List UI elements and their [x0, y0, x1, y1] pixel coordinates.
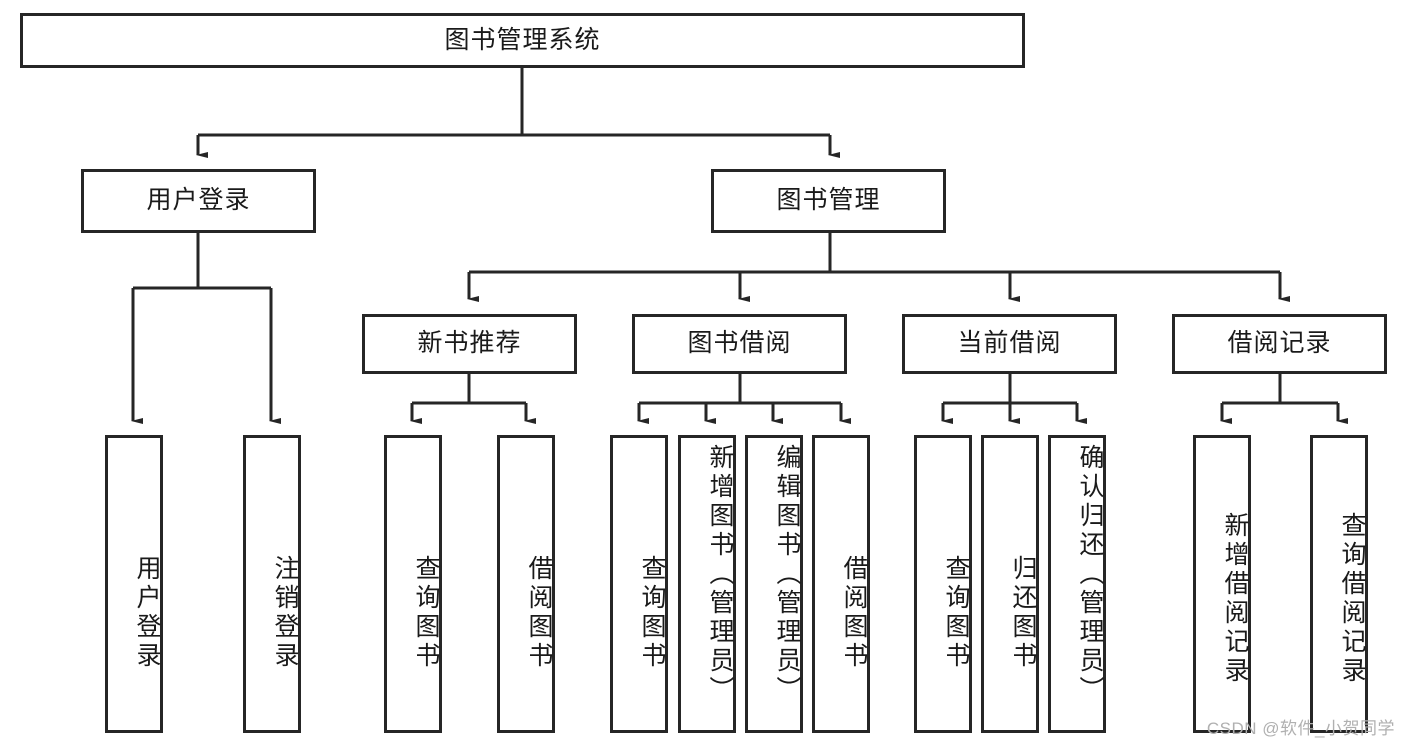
- node-root-book-management-system[interactable]: 图书管理系统: [20, 13, 1025, 68]
- node-label: 查询借阅记录: [1338, 512, 1366, 686]
- node-label: 查询图书: [638, 555, 666, 671]
- node-book-manage[interactable]: 图书管理: [711, 169, 946, 233]
- node-borrow-record[interactable]: 借阅记录: [1172, 314, 1387, 374]
- node-label: 借阅图书: [525, 555, 553, 671]
- node-label: 归还图书: [1009, 555, 1037, 671]
- node-leaf-query-book-2[interactable]: 查询图书: [610, 435, 668, 733]
- node-label: 借阅图书: [840, 555, 868, 671]
- node-book-borrow[interactable]: 图书借阅: [632, 314, 847, 374]
- node-leaf-borrow-book-2[interactable]: 借阅图书: [812, 435, 870, 733]
- node-label: 编辑图书（管理员）: [773, 444, 801, 705]
- node-label: 查询图书: [942, 555, 970, 671]
- node-leaf-add-book[interactable]: 新增图书（管理员）: [678, 435, 736, 733]
- node-label: 图书管理系统: [444, 25, 601, 54]
- node-label: 图书管理: [776, 186, 881, 215]
- node-label: 查询图书: [412, 555, 440, 671]
- node-current-borrow[interactable]: 当前借阅: [902, 314, 1117, 374]
- node-label: 用户登录: [146, 186, 251, 215]
- node-leaf-query-record[interactable]: 查询借阅记录: [1310, 435, 1368, 733]
- node-leaf-add-record[interactable]: 新增借阅记录: [1193, 435, 1251, 733]
- node-user-login[interactable]: 用户登录: [81, 169, 316, 233]
- node-leaf-query-book-1[interactable]: 查询图书: [384, 435, 442, 733]
- node-leaf-logout-login[interactable]: 注销登录: [243, 435, 301, 733]
- node-new-book-recommend[interactable]: 新书推荐: [362, 314, 577, 374]
- csdn-watermark: CSDN @软件_小贺同学: [1206, 719, 1395, 738]
- node-label: 注销登录: [271, 555, 299, 671]
- node-leaf-borrow-book-1[interactable]: 借阅图书: [497, 435, 555, 733]
- node-leaf-query-book-3[interactable]: 查询图书: [914, 435, 972, 733]
- node-leaf-return-book[interactable]: 归还图书: [981, 435, 1039, 733]
- node-leaf-confirm-return[interactable]: 确认归还（管理员）: [1048, 435, 1106, 733]
- node-leaf-user-login[interactable]: 用户登录: [105, 435, 163, 733]
- node-label: 借阅记录: [1227, 329, 1332, 358]
- node-label: 新书推荐: [417, 329, 522, 358]
- node-leaf-edit-book[interactable]: 编辑图书（管理员）: [745, 435, 803, 733]
- node-label: 图书借阅: [687, 329, 792, 358]
- node-label: 新增借阅记录: [1221, 512, 1249, 686]
- node-label: 当前借阅: [957, 329, 1062, 358]
- node-label: 新增图书（管理员）: [706, 444, 734, 705]
- node-label: 确认归还（管理员）: [1076, 444, 1104, 705]
- node-label: 用户登录: [133, 555, 161, 671]
